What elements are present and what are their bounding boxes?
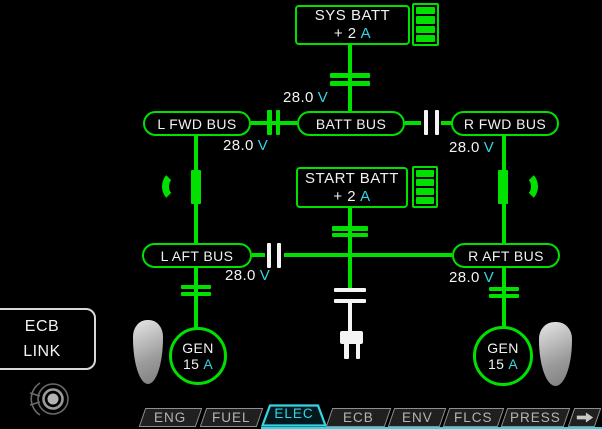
current-limiter-bar-icon (497, 170, 508, 204)
tab-press[interactable]: PRESS (500, 408, 571, 427)
tab-flcs[interactable]: FLCS (442, 408, 505, 427)
closed-contactor-icon (332, 226, 368, 231)
open-contactor-icon (277, 243, 281, 268)
open-contactor-icon (424, 110, 428, 135)
wire-battbus-to-rfwd (441, 121, 452, 125)
wire-center-to-raft (284, 253, 452, 257)
joystick-knob-icon (29, 382, 69, 416)
wire-laft-to-gen (194, 267, 198, 329)
open-contactor-icon (434, 110, 439, 135)
closed-contactor-icon (330, 80, 370, 86)
l-fwd-bus-pill: L FWD BUS (143, 111, 251, 136)
external-power-plug-icon (355, 343, 360, 359)
wire-battbus-to-rfwd (405, 121, 421, 125)
blade-icon (539, 322, 572, 386)
blade-icon (133, 320, 163, 384)
current-limiter-bar-icon (190, 170, 201, 204)
sys-batt-label: SYS BATT (314, 7, 391, 24)
tab-env[interactable]: ENV (387, 408, 447, 427)
open-contactor-icon (334, 299, 366, 303)
closed-contactor-icon (181, 292, 211, 296)
closed-contactor-icon (330, 73, 370, 78)
r-aft-bus-pill: R AFT BUS (452, 243, 560, 268)
tab-eng[interactable]: ENG (138, 408, 203, 427)
more-tabs-button[interactable] (567, 408, 602, 427)
closed-contactor-icon (489, 287, 519, 291)
tab-fuel[interactable]: FUEL (199, 408, 264, 427)
amps-unit: A (360, 25, 372, 42)
wire-startbatt-down (348, 208, 352, 288)
open-contactor-icon (266, 243, 271, 268)
battery-charge-icon (412, 3, 439, 46)
tab-elec[interactable]: ELEC (260, 404, 328, 427)
selected-tab-shape (260, 404, 328, 427)
wire-lfwd-to-battbus (251, 121, 297, 125)
wire-laft-to-center (252, 253, 265, 257)
right-arrow-icon (576, 412, 593, 423)
closed-contactor-icon (489, 294, 519, 298)
current-limiter-arc-icon (162, 171, 189, 202)
external-power-plug-icon (344, 343, 349, 359)
battery-charge-icon (412, 166, 438, 208)
wire-sysbatt-to-battbus (348, 44, 352, 112)
start-batt-label: START BATT (305, 169, 399, 187)
closed-contactor-icon (181, 285, 211, 289)
l-aft-bus-pill: L AFT BUS (142, 243, 252, 268)
closed-contactor-icon (332, 232, 368, 237)
current-limiter-arc-icon (511, 171, 538, 202)
open-contactor-icon (334, 288, 366, 292)
amps-unit: A (360, 187, 371, 205)
tab-ecb[interactable]: ECB (325, 408, 392, 427)
selected-tab-underline (261, 426, 602, 429)
ecb-link-button[interactable]: ECB LINK (0, 308, 96, 370)
closed-contactor-icon (275, 110, 280, 135)
external-power-plug-icon (340, 331, 363, 344)
wire-external-power (348, 302, 352, 332)
r-fwd-bus-pill: R FWD BUS (451, 111, 559, 136)
closed-contactor-icon (267, 110, 272, 135)
batt-bus-pill: BATT BUS (297, 111, 405, 136)
